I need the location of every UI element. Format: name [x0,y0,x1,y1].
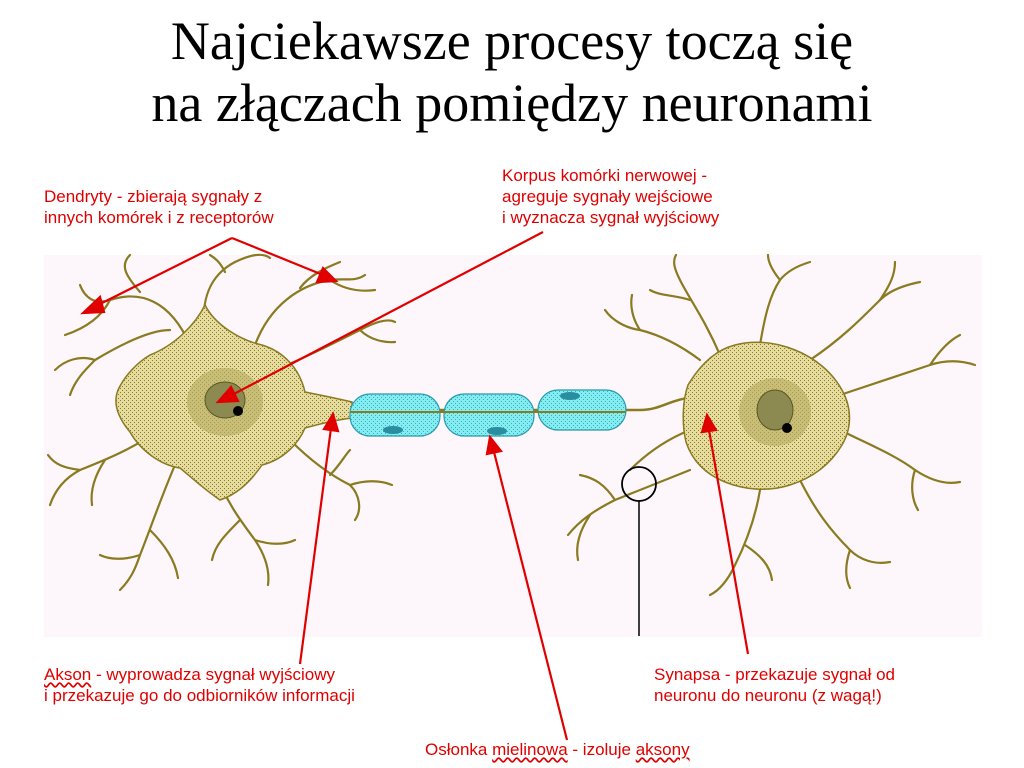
right-neuron-dendrites [566,253,977,597]
synapse-label: Synapsa - przekazuje sygnał od neuronu d… [654,665,895,705]
myelin-label: Osłonka mielinowa - izoluje aksony [425,740,690,759]
right-nucleolus [782,423,792,433]
myelin-term: mielinowa [492,740,568,759]
arrowhead-icon [322,411,340,433]
axons-term: aksony [635,740,690,759]
dendrites-label: Dendryty - zbierają sygnały z innych kom… [44,187,274,227]
soma-label: Korpus komórki nerwowej - agreguje sygna… [502,166,720,227]
arrowhead-icon [215,385,240,404]
left-nucleolus [233,406,243,416]
axon-term: Akson [44,665,92,684]
arrowhead-icon [485,434,503,456]
title-line-2: na złączach pomiędzy neuronami [151,73,873,133]
arrowhead-icon [80,294,106,315]
annotation-arrows [80,231,750,741]
title-line-1: Najciekawsze procesy toczą się [170,11,854,71]
right-nucleus [756,389,794,431]
axon-label: Akson - wyprowadza sygnał wyjściowy i pr… [44,665,355,705]
arrowhead-icon [315,266,339,284]
axon-line [352,396,689,412]
arrowhead-icon [700,412,718,434]
myelin-sheaths [349,389,627,437]
slide-title: Najciekawsze procesy toczą się na złącza… [0,10,1024,134]
